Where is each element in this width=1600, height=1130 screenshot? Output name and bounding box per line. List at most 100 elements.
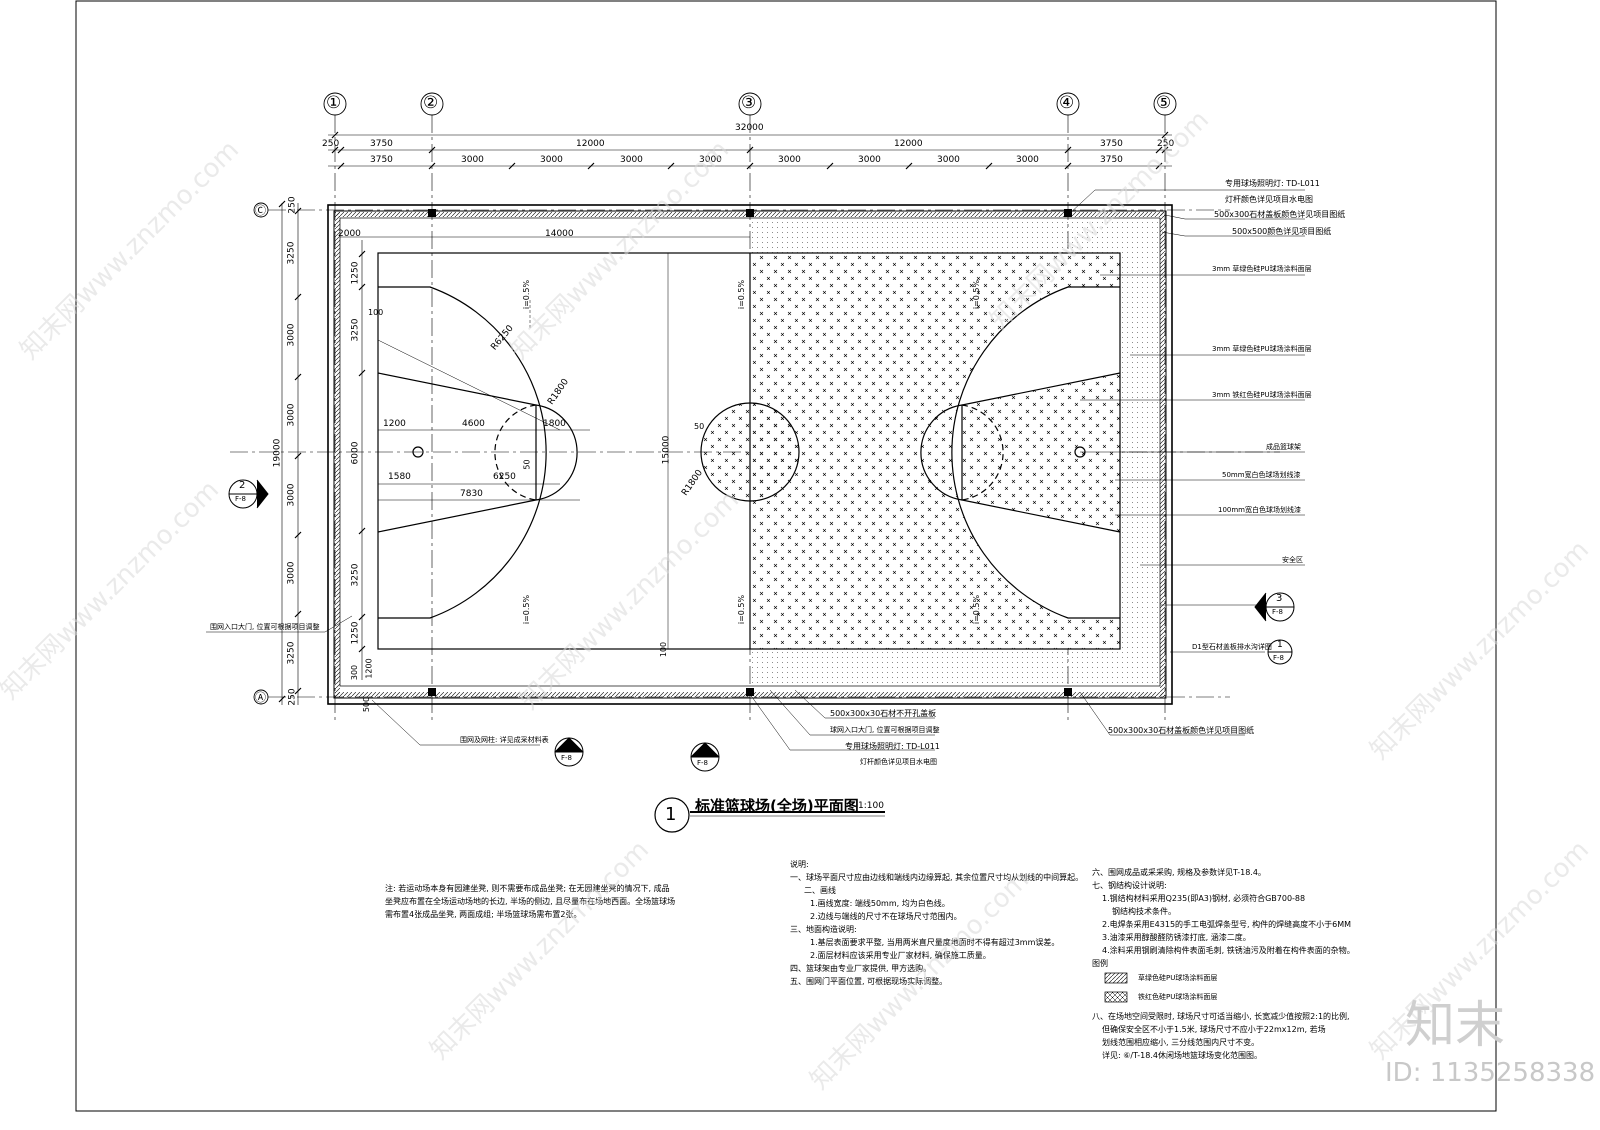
axis-col-5: ⑤ <box>1156 93 1172 113</box>
note-line: 但确保安全区不小于1.5米, 球场尺寸不应小于22mx12m, 若场 <box>1102 1025 1326 1034</box>
dim-top-r2: 3000 <box>858 155 881 165</box>
legend-swatch-red <box>1104 991 1128 1003</box>
dim-left-outer: 3000 <box>286 483 297 507</box>
note-line: 4.涂料采用钢刷清除构件表面毛刺, 铁锈油污及附着在构件表面的杂物。 <box>1102 946 1355 955</box>
callout-right: 500x500颜色详见项目图纸 <box>1232 227 1332 236</box>
callout-bottom: 灯杆颜色详见项目水电图 <box>860 758 937 766</box>
court-lines <box>377 252 1121 650</box>
note-line: 五、围网门平面位置, 可根据现场实际调整。 <box>790 977 948 986</box>
callout-right: 100mm宽白色球场划线漆 <box>1218 506 1301 514</box>
callout-right: 50mm宽白色球场划线漆 <box>1222 471 1301 479</box>
dim-1580: 1580 <box>388 472 411 482</box>
dim-2000: 2000 <box>338 229 361 239</box>
dim-left-outer: 3000 <box>286 561 297 585</box>
callout-bottom: 专用球场照明灯: TD-L011 <box>845 742 940 751</box>
brand-id: ID: 1135258338 <box>1385 1058 1596 1088</box>
axis-row-c: Ⓒ <box>255 204 266 217</box>
dim-left-outer: 3000 <box>286 403 297 427</box>
note-right-2: 八、在场地空间受限时, 球场尺寸可适当缩小, 长宽减少值按照2:1的比例, 但确… <box>1092 1010 1350 1062</box>
dim-50: 50 <box>694 422 705 431</box>
note-line: 1.钢结构材料采用Q235(即A3)钢材, 必须符合GB700-88 <box>1102 894 1306 903</box>
dim-top-r1: 12000 <box>576 139 605 149</box>
callout-right: 500x300石材盖板颜色详见项目图纸 <box>1214 210 1346 219</box>
drawing-title: 标准篮球场(全场)平面图 <box>695 797 859 815</box>
dim-7830: 7830 <box>460 489 483 499</box>
dim-left-inner: 3250 <box>350 318 361 342</box>
callout-right: 3mm 铁红色硅PU球场涂料面层 <box>1212 391 1312 399</box>
section-mark-num: 3 <box>1276 593 1283 604</box>
callout-right: 灯杆颜色详见项目水电图 <box>1225 195 1313 204</box>
dim-top-r1: 250 <box>322 139 340 149</box>
note-line: 3.油漆采用醇酸醛防锈漆打底, 涵漆二度。 <box>1102 933 1251 942</box>
note-line: 六、围网成品或采采购, 规格及参数详见T-18.4。 <box>1092 868 1266 877</box>
dim-left-small: 1200 <box>364 658 374 679</box>
note-line: 2.边线与端线的尺寸不在球场尺寸范围内。 <box>810 912 962 921</box>
dim-left-inner: 1250 <box>350 261 361 285</box>
note-line: 1.画线宽度: 端线50mm, 均为白色线。 <box>810 899 950 908</box>
dim-top-r1: 3750 <box>1100 139 1123 149</box>
note-mid: 说明: 一、球场平面尺寸应由边线和端线内边缘算起, 其余位置尺寸均从划线的中间算… <box>790 858 1083 988</box>
section-mark-sheet: F-8 <box>235 495 247 503</box>
leader-lines <box>206 189 1305 751</box>
dim-1200: 1200 <box>383 419 406 429</box>
note-line: 1.基层表面要求平整, 当用两米直尺量度地面时不得有超过3mm误差。 <box>810 938 1060 947</box>
dim-top-r2: 3000 <box>620 155 643 165</box>
note-right: 六、围网成品或采采购, 规格及参数详见T-18.4。 七、钢结构设计说明: 1.… <box>1092 866 1355 970</box>
note-line: 三、地面构造说明: <box>790 925 857 934</box>
note-line: 说明: <box>790 860 809 869</box>
dim-top-r2: 3000 <box>540 155 563 165</box>
callout-bottom: 围网及网柱: 详见成采材料表 <box>460 736 549 744</box>
legend-green-label: 草绿色硅PU球场涂料面层 <box>1138 974 1218 982</box>
dim-top-r1: 3750 <box>370 139 393 149</box>
callout-right: 安全区 <box>1282 556 1303 564</box>
note-left: 注: 若运动场本身有园建坐凳, 则不需要布成品坐凳; 在无园建坐凳的情况下, 成… <box>385 882 675 921</box>
note-line: 钢结构技术条件。 <box>1112 907 1176 916</box>
dim-100: 100 <box>659 641 669 658</box>
dim-top-r2: 3750 <box>370 155 393 165</box>
axis-row-a: Ⓐ <box>255 691 266 704</box>
section-mark-num: 1 <box>701 744 708 755</box>
slope-label: i=0.5% <box>972 594 982 625</box>
court-dimension-lines <box>340 236 750 649</box>
dim-top-r1: 250 <box>1157 139 1175 149</box>
section-mark-num: 4 <box>565 739 572 750</box>
dim-left-small: 300 <box>350 664 360 681</box>
dim-left-inner: 6000 <box>350 441 361 465</box>
note-line: 注: 若运动场本身有园建坐凳, 则不需要布成品坐凳; 在无园建坐凳的情况下, 成… <box>385 884 670 893</box>
title-rule <box>654 797 885 833</box>
callout-right: 专用球场照明灯: TD-L011 <box>1225 179 1320 188</box>
top-dimensions <box>328 131 1172 170</box>
note-line: 图例 <box>1092 959 1108 968</box>
section-marks <box>228 479 1295 772</box>
dim-14000: 14000 <box>545 229 574 239</box>
slope-label: i=0.5% <box>972 279 982 310</box>
dim-1800: 1800 <box>543 419 566 429</box>
dim-left-small: 500 <box>362 696 372 713</box>
slope-label: i=0.5% <box>522 594 532 625</box>
dim-left-total: 19000 <box>272 438 283 468</box>
dim-top-r1: 12000 <box>894 139 923 149</box>
legend-red-label: 铁红色硅PU球场涂料面层 <box>1138 993 1218 1001</box>
callout-right: 3mm 草绿色硅PU球场涂料面层 <box>1212 265 1312 273</box>
axis-col-3: ③ <box>741 93 757 113</box>
note-line: 2.电焊条采用E4315的手工电弧焊条型号, 构件的焊缝高度不小于6MM <box>1102 920 1352 929</box>
section-mark-num: 2 <box>239 480 246 491</box>
section-mark-sheet: F-8 <box>561 754 573 762</box>
dim-left-inner: 1250 <box>350 621 361 645</box>
dim-left-outer: 3000 <box>286 323 297 347</box>
dim-left-outer: 250 <box>287 196 298 214</box>
sheet-border <box>75 0 1497 1112</box>
dim-100: 100 <box>368 308 384 317</box>
note-line: 需布置4张成品坐凳, 两面成组; 半场篮球场需布置2张。 <box>385 910 582 919</box>
callout-left: 围网入口大门, 位置可根据项目调整 <box>210 623 320 631</box>
drawing-scale: 1:100 <box>858 801 884 811</box>
note-line: 坐凳应布置在全场运动场地的长边, 半场的侧边, 且尽量布在场地西面。全场篮球场 <box>385 897 676 906</box>
note-line: 一、球场平面尺寸应由边线和端线内边缘算起, 其余位置尺寸均从划线的中间算起。 <box>790 873 1084 882</box>
axis-bubbles <box>253 92 1177 705</box>
dim-6250: 6250 <box>493 472 516 482</box>
dim-left-outer: 3250 <box>286 641 297 665</box>
callout-right: 成品篮球架 <box>1266 443 1301 451</box>
legend-swatch-green <box>1104 972 1128 984</box>
note-line: 七、钢结构设计说明: <box>1092 881 1167 890</box>
